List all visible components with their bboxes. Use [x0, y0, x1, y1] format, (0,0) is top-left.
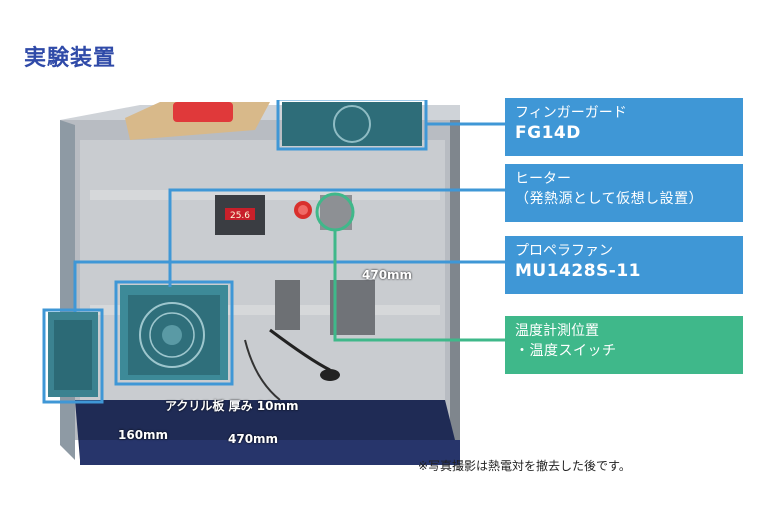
callout-temperature: 温度計測位置 ・温度スイッチ — [505, 316, 743, 374]
callout-finger-guard: フィンガーガード FG14D — [505, 98, 743, 156]
callout-temperature-switch: ・温度スイッチ — [515, 343, 617, 359]
apparatus-photo: 25.6 — [20, 100, 480, 475]
page-title: 実験装置 — [24, 46, 117, 71]
callout-propeller-fan: プロペラファン MU1428S-11 — [505, 236, 743, 294]
callout-finger-guard-label: フィンガーガード — [515, 105, 627, 121]
width-dimension: 470mm — [228, 432, 279, 446]
callout-heater-label: ヒーター — [515, 171, 571, 187]
callout-finger-guard-model: FG14D — [515, 123, 581, 143]
depth-dimension: 160mm — [118, 428, 169, 442]
acrylic-thickness-label: アクリル板 厚み 10mm — [165, 399, 299, 413]
callout-temperature-label: 温度計測位置 — [515, 323, 599, 339]
photo-note: ※写真撮影は熱電対を撤去した後です。 — [418, 459, 631, 473]
callout-propeller-fan-label: プロペラファン — [515, 243, 613, 259]
callout-heater-desc: （発熱源として仮想し設置） — [515, 191, 704, 207]
callout-propeller-fan-model: MU1428S-11 — [515, 261, 641, 281]
display-readout: 25.6 — [230, 211, 250, 221]
callout-heater: ヒーター （発熱源として仮想し設置） — [505, 164, 743, 222]
height-dimension: 470mm — [362, 268, 413, 282]
